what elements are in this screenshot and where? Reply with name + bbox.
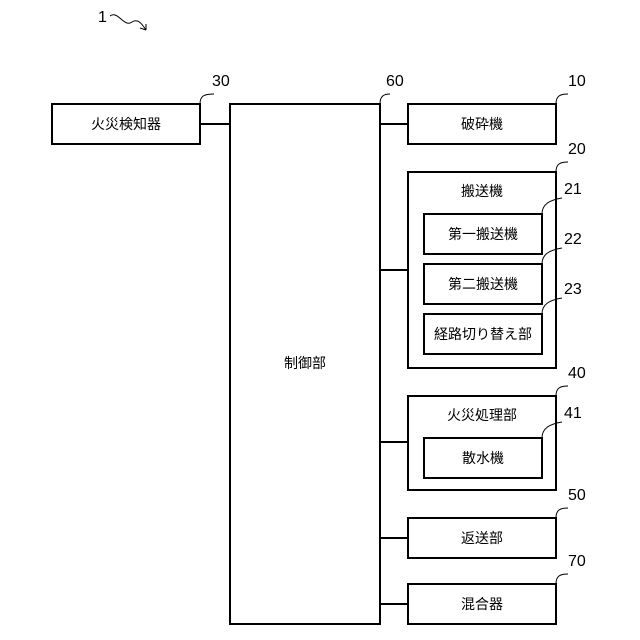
return-unit-block: 返送部 <box>408 518 556 558</box>
ref-60: 60 <box>386 73 404 90</box>
leader-70 <box>556 574 568 584</box>
ref-23: 23 <box>564 281 582 298</box>
return-unit-label: 返送部 <box>461 531 503 547</box>
first-conveyor-block: 第一搬送機 <box>424 214 542 254</box>
sprinkler-label: 散水機 <box>462 451 504 467</box>
sprinkler-block: 散水機 <box>424 438 542 478</box>
ref-20: 20 <box>568 141 586 158</box>
figure-number: 1 <box>98 9 107 26</box>
ref-70: 70 <box>568 553 586 570</box>
fire-detector-block: 火災検知器 <box>52 104 200 144</box>
ref-41: 41 <box>564 405 582 422</box>
route-switcher-label: 経路切り替え部 <box>434 327 532 343</box>
leader-20 <box>556 162 568 172</box>
control-unit-label: 制御部 <box>284 356 326 372</box>
conveyor-label: 搬送機 <box>461 184 503 200</box>
ref-22: 22 <box>564 231 582 248</box>
control-unit-block: 制御部 <box>230 104 380 624</box>
crusher-label: 破砕機 <box>461 117 503 133</box>
ref-50: 50 <box>568 487 586 504</box>
leader-40 <box>556 386 568 396</box>
leader-60 <box>380 94 390 104</box>
leader-30 <box>200 94 214 104</box>
second-conveyor-label: 第二搬送機 <box>448 276 518 293</box>
ref-10: 10 <box>568 73 586 90</box>
fire-processing-label: 火災処理部 <box>447 408 517 424</box>
first-conveyor-label: 第一搬送機 <box>448 226 518 243</box>
route-switcher-block: 経路切り替え部 <box>424 314 542 354</box>
mixer-label: 混合器 <box>461 597 503 613</box>
leader-50 <box>556 508 568 518</box>
ref-30: 30 <box>212 73 230 90</box>
leader-10 <box>556 94 568 104</box>
second-conveyor-block: 第二搬送機 <box>424 264 542 304</box>
crusher-block: 破砕機 <box>408 104 556 144</box>
ref-40: 40 <box>568 365 586 382</box>
fire-detector-label: 火災検知器 <box>91 116 161 133</box>
ref-21: 21 <box>564 181 582 198</box>
mixer-block: 混合器 <box>408 584 556 624</box>
